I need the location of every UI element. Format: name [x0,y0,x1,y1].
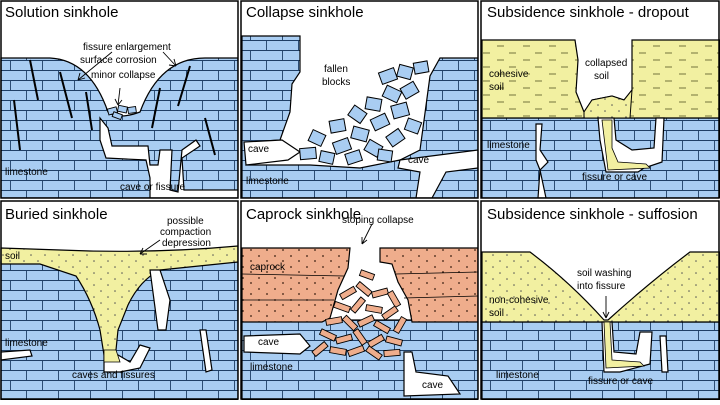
label-limestone: limestone [5,167,48,178]
collapsed-caprock-blocks [311,269,408,361]
label-limestone: limestone [496,370,539,381]
annotation-arrow [361,223,373,245]
panel-title-solution: Solution sinkhole [5,4,118,21]
label-fissure-or-cave: fissure or cave [582,172,647,183]
panel-subsidence-dropout: Subsidence sinkhole - dropout cohesive s… [481,4,720,198]
panel-subsidence-suffosion: Subsidence sinkhole - suffosion soil was… [481,206,720,400]
collapsed-soil [583,88,633,119]
panel-title-dropout: Subsidence sinkhole - dropout [487,4,690,21]
label-limestone: limestone [5,338,48,349]
cave-right [397,149,478,198]
panel-solution-sinkhole: Solution sinkhole fissure enlargement su… [0,4,238,198]
label-cohesive: cohesive [489,69,529,80]
label-collapsed: collapsed [585,58,627,69]
panel-collapse-sinkhole: Collapse sinkhole fallen blocks cave cav… [241,4,478,198]
label-cave-left: cave [248,144,270,155]
fissure-enlargement-cracks [13,59,216,156]
fallen-blocks [299,60,430,166]
panel-title-suffosion: Subsidence sinkhole - suffosion [487,206,698,223]
non-cohesive-soil [481,251,720,323]
label-soil: soil [5,251,20,262]
panel-buried-sinkhole: Buried sinkhole possible compaction depr… [0,206,238,400]
label-minor-collapse: minor collapse [91,70,156,81]
fissure-or-cave [535,117,665,198]
label-cave-bottom: cave [422,380,444,391]
label-caves-and-fissures: caves and fissures [72,370,155,381]
annotation-arrow [602,296,610,319]
label-soil-washing: soil washing [577,268,631,279]
cave-bottom [403,351,462,397]
label-non-cohesive: non-cohesive [489,295,549,306]
label-soil: soil [489,308,504,319]
limestone-bedrock [481,321,720,400]
label-stoping-collapse: stoping collapse [342,215,414,226]
cave-left [243,333,311,355]
cave-or-fissure [99,116,238,198]
label-caprock: caprock [250,262,286,273]
label-fissure-enlargement: fissure enlargement [83,42,171,53]
cave-left [243,139,302,166]
label-limestone: limestone [250,362,293,373]
label-fallen: fallen [324,64,348,75]
panel-caprock-sinkhole: Caprock sinkhole stoping collapse caproc… [241,206,478,400]
fissure-or-cave [601,321,669,373]
caprock-bedding-lines [241,271,478,301]
label-limestone: limestone [246,176,289,187]
label-compaction: compaction [160,227,211,238]
panel-title-buried: Buried sinkhole [5,206,108,223]
soil-infill [603,321,645,369]
soil-infill [103,349,121,363]
limestone-bedrock [0,57,238,198]
label-limestone: limestone [487,140,530,151]
label-possible: possible [167,216,204,227]
soil-infill [601,119,651,171]
label-cave-or-fissure: cave or fissure [120,182,185,193]
label-cave-left: cave [258,337,280,348]
annotation-arrows [77,51,177,106]
label-fissure-or-cave: fissure or cave [588,376,653,387]
caprock-layer [241,247,478,323]
annotation-arrow [139,239,161,255]
caves-and-fissures [0,269,213,373]
label-collapsed-soil: soil [594,71,609,82]
label-blocks: blocks [322,77,350,88]
label-cave-right: cave [408,155,430,166]
minor-collapse-blocks [106,104,137,121]
soil-fill [0,245,238,356]
label-soil: soil [489,82,504,93]
panel-title-collapse: Collapse sinkhole [246,4,364,21]
panel-title-caprock: Caprock sinkhole [246,206,361,223]
label-depression: depression [162,238,211,249]
label-surface-corrosion: surface corrosion [80,55,157,66]
label-into-fissure: into fissure [577,281,626,292]
